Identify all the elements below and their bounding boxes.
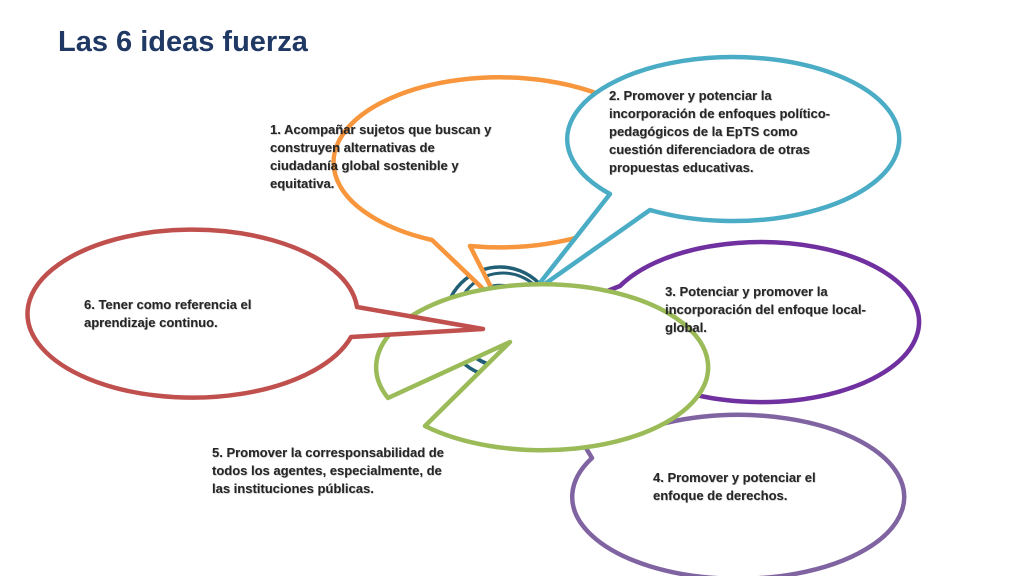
idea-4-text: 4. Promover y potenciar el enfoque de de…: [653, 470, 816, 503]
bubble-idea-6: [25, 227, 486, 400]
idea-2-text: 2. Promover y potenciar la incorporación…: [609, 88, 831, 175]
idea-6-text: 6. Tener como referencia el aprendizaje …: [84, 297, 252, 330]
bubble-idea-5: [373, 281, 711, 453]
bubble-idea-2: [529, 54, 902, 296]
page-title: Las 6 ideas fuerza: [58, 26, 308, 58]
idea-3-text: 3. Potenciar y promover la incorporación…: [665, 284, 866, 335]
idea-5-text: 5. Promover la corresponsabilidad de tod…: [212, 445, 444, 496]
idea-1-text: 1. Acompañar sujetos que buscan y constr…: [270, 122, 492, 191]
bubble-idea-4: [523, 346, 907, 576]
